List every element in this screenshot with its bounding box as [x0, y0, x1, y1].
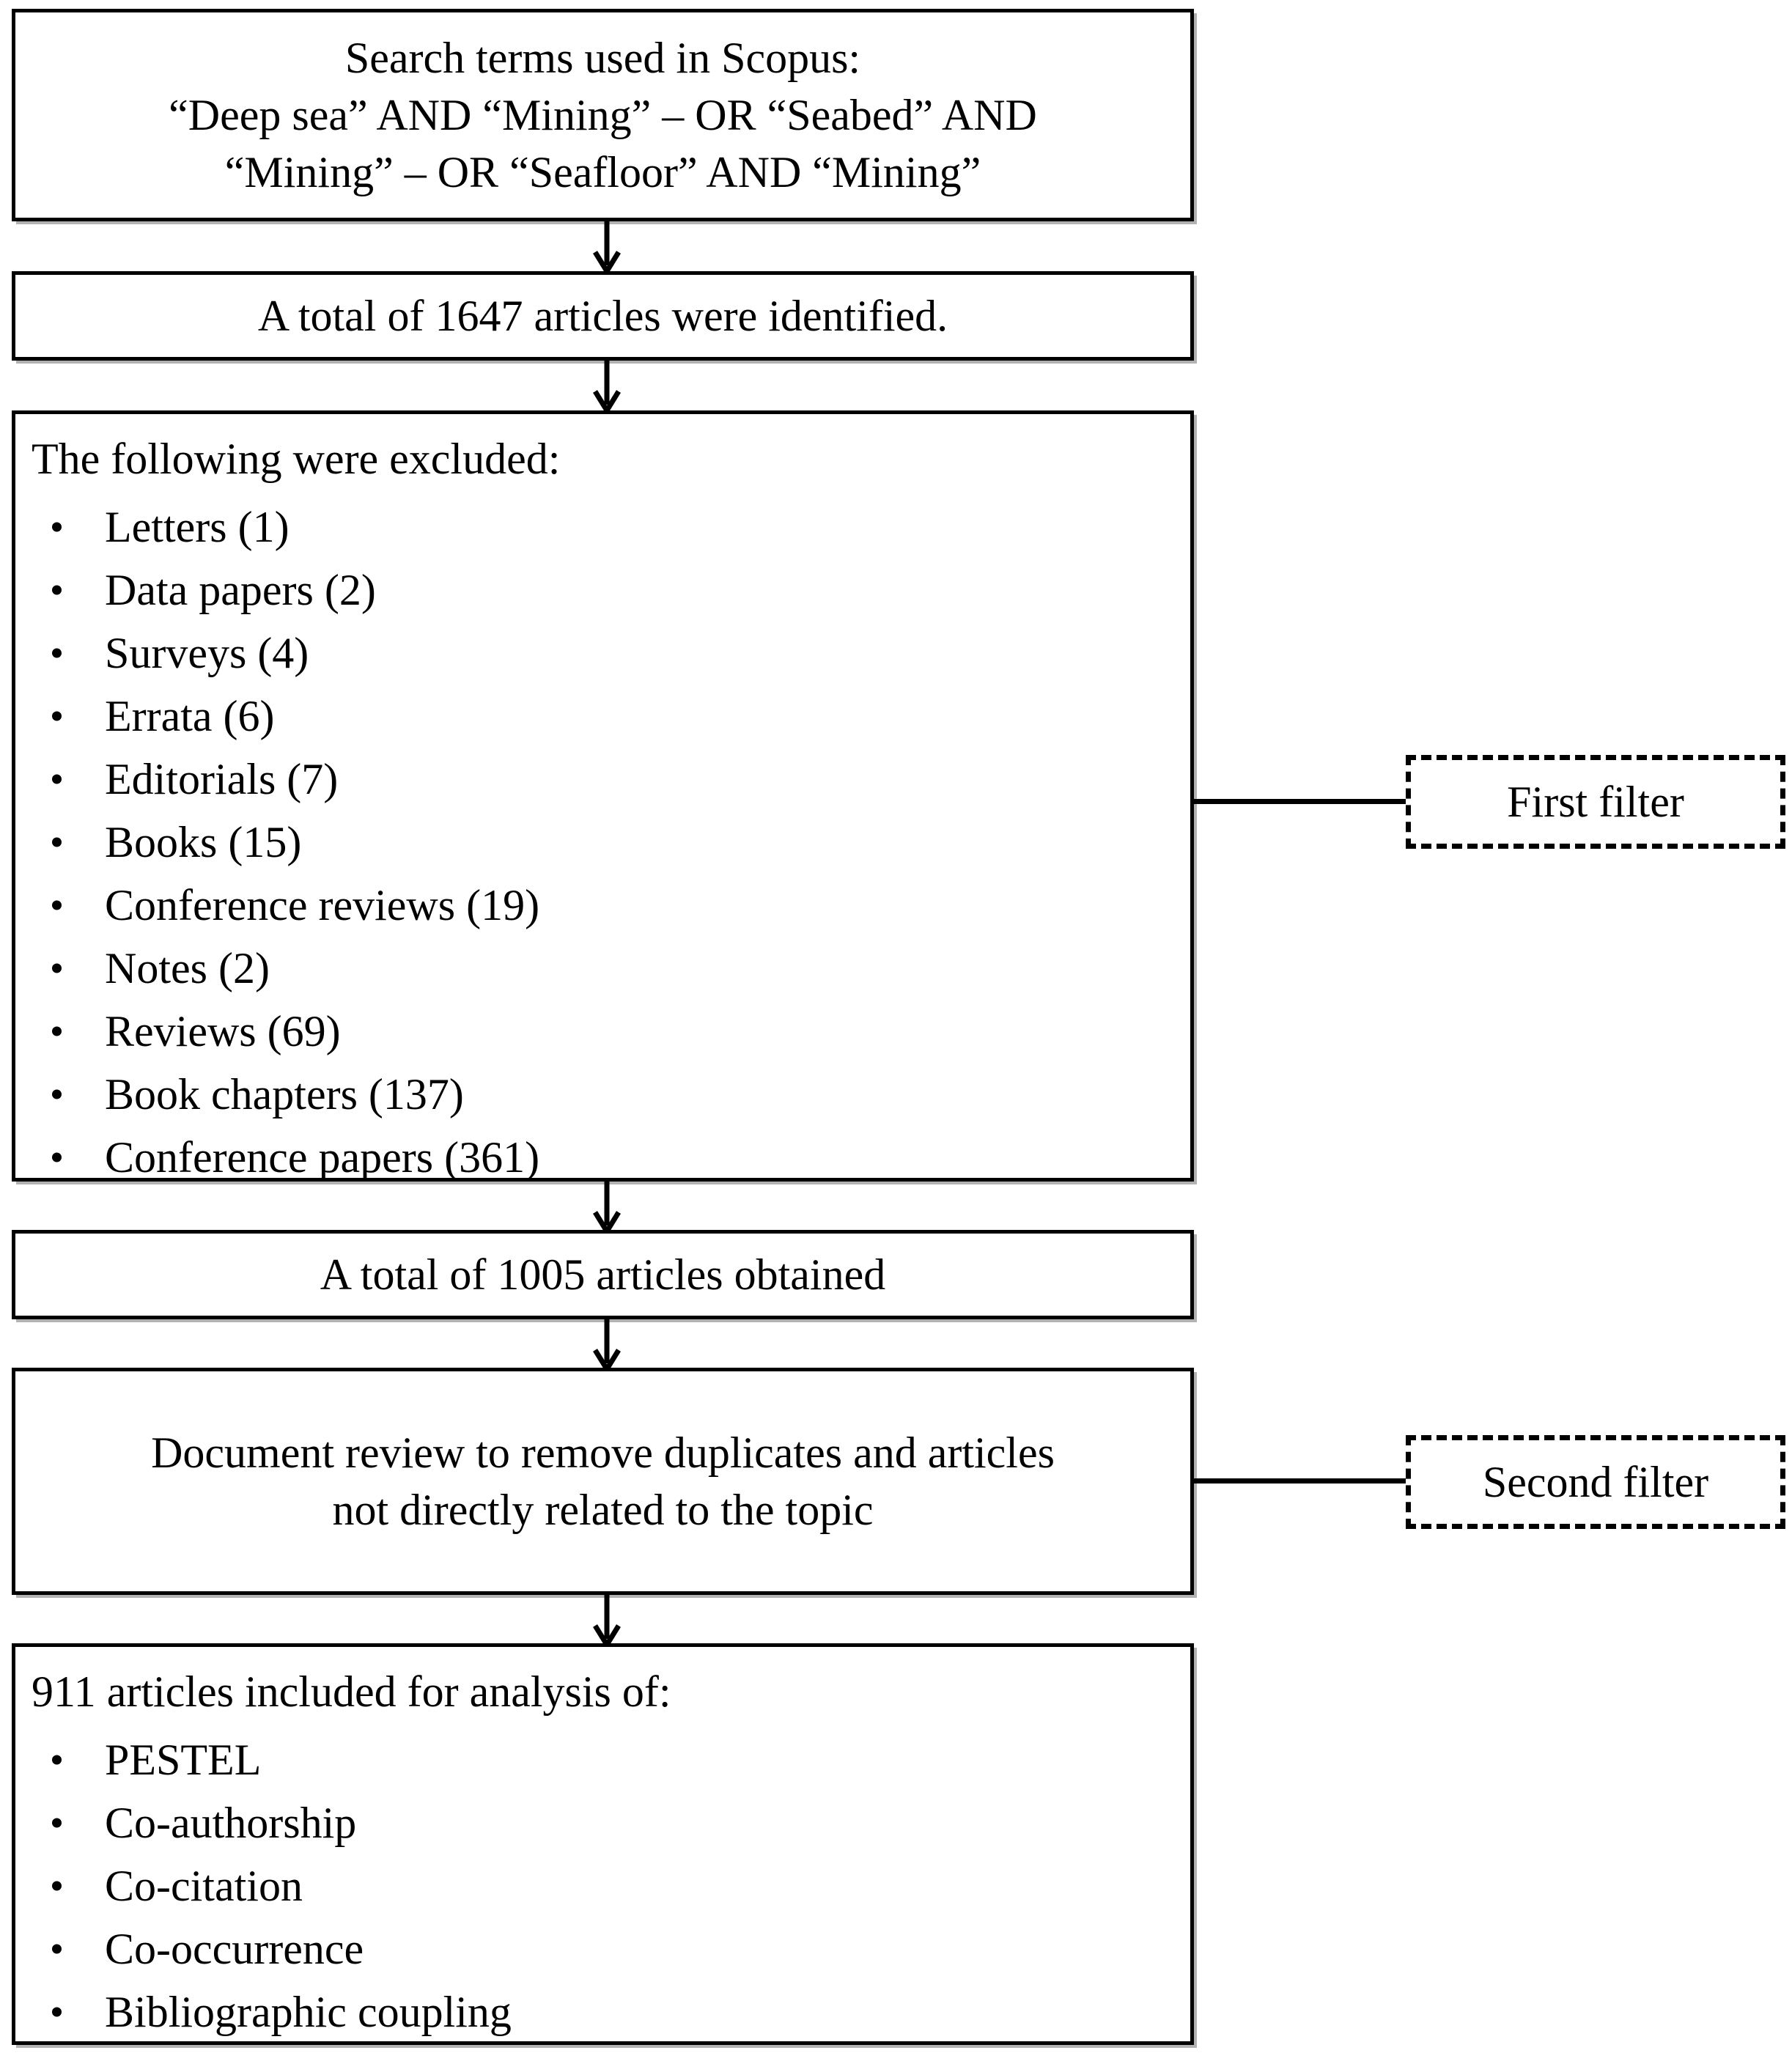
bullet-icon [52, 1944, 62, 1954]
included-heading: 911 articles included for analysis of: [32, 1667, 671, 1716]
bullet-icon [52, 963, 62, 973]
list-item-label: Co-occurrence [105, 1925, 364, 1973]
bullet-icon [52, 522, 62, 532]
exclusions-list: Letters (1) Data papers (2) Surveys (4) … [15, 495, 1190, 1189]
list-item: Co-occurrence [15, 1917, 1190, 1980]
second-filter-label: Second filter [1482, 1458, 1709, 1506]
list-item-label: Surveys (4) [105, 629, 309, 677]
connector-first-filter [1193, 799, 1410, 804]
list-item: Book chapters (137) [15, 1063, 1190, 1126]
articles-identified-box: A total of 1647 articles were identified… [12, 271, 1194, 361]
exclusions-box: The following were excluded: Letters (1)… [12, 410, 1194, 1182]
bullet-icon [52, 900, 62, 910]
search-terms-box: Search terms used in Scopus: “Deep sea” … [12, 9, 1194, 221]
search-terms-line-1: Search terms used in Scopus: [344, 34, 861, 82]
first-filter-tag: First filter [1406, 755, 1785, 849]
list-item-label: Editorials (7) [105, 755, 339, 803]
bullet-icon [52, 1089, 62, 1099]
arrow-obtained-to-review [593, 1318, 621, 1371]
list-item: Data papers (2) [15, 559, 1190, 622]
document-review-line-2: not directly related to the topic [332, 1486, 874, 1534]
list-item: Letters (1) [15, 495, 1190, 559]
exclusions-heading: The following were excluded: [32, 435, 561, 483]
list-item: PESTEL [15, 1728, 1190, 1791]
bullet-icon [52, 648, 62, 658]
list-item-label: Notes (2) [105, 944, 270, 992]
bullet-icon [52, 774, 62, 784]
list-item-label: Data papers (2) [105, 566, 376, 614]
list-item: Notes (2) [15, 937, 1190, 1000]
first-filter-label: First filter [1507, 778, 1684, 826]
list-item: Conference papers (361) [15, 1126, 1190, 1189]
bullet-icon [52, 585, 62, 595]
bullet-icon [52, 1818, 62, 1828]
list-item: Co-authorship [15, 1791, 1190, 1854]
list-item: Co-citation [15, 1854, 1190, 1917]
document-review-line-1: Document review to remove duplicates and… [151, 1429, 1055, 1477]
articles-obtained-text: A total of 1005 articles obtained [320, 1250, 886, 1299]
list-item: Reviews (69) [15, 1000, 1190, 1063]
bullet-icon [52, 1755, 62, 1765]
bullet-icon [52, 2007, 62, 2017]
document-review-box: Document review to remove duplicates and… [12, 1368, 1194, 1595]
list-item: Editorials (7) [15, 748, 1190, 811]
connector-second-filter [1193, 1478, 1410, 1484]
list-item-label: Conference reviews (19) [105, 881, 540, 929]
list-item-label: Books (15) [105, 818, 302, 866]
list-item-label: PESTEL [105, 1736, 262, 1784]
articles-obtained-box: A total of 1005 articles obtained [12, 1230, 1194, 1319]
included-analysis-list: PESTEL Co-authorship Co-citation Co-occu… [15, 1728, 1190, 2043]
arrow-search-to-identified [593, 220, 621, 273]
list-item: Bibliographic coupling [15, 1980, 1190, 2043]
list-item: Conference reviews (19) [15, 874, 1190, 937]
bullet-icon [52, 1881, 62, 1891]
arrow-review-to-included [593, 1593, 621, 1646]
list-item: Errata (6) [15, 685, 1190, 748]
arrow-excluded-to-obtained [593, 1180, 621, 1233]
list-item-label: Co-authorship [105, 1799, 357, 1847]
list-item-label: Bibliographic coupling [105, 1988, 512, 2036]
list-item-label: Errata (6) [105, 692, 275, 740]
list-item-label: Co-citation [105, 1862, 303, 1910]
search-terms-line-3: “Mining” – OR “Seafloor” AND “Mining” [224, 148, 981, 196]
bullet-icon [52, 711, 62, 721]
bullet-icon [52, 837, 62, 847]
included-articles-box: 911 articles included for analysis of: P… [12, 1643, 1194, 2045]
list-item-label: Book chapters (137) [105, 1070, 464, 1118]
list-item-label: Letters (1) [105, 503, 290, 551]
bullet-icon [52, 1026, 62, 1036]
arrow-identified-to-excluded [593, 359, 621, 412]
list-item-label: Conference papers (361) [105, 1133, 540, 1182]
list-item: Books (15) [15, 811, 1190, 874]
search-terms-line-2: “Deep sea” AND “Mining” – OR “Seabed” AN… [169, 91, 1037, 139]
articles-identified-text: A total of 1647 articles were identified… [257, 292, 948, 340]
list-item: Surveys (4) [15, 622, 1190, 685]
bullet-icon [52, 1152, 62, 1162]
list-item-label: Reviews (69) [105, 1007, 341, 1055]
second-filter-tag: Second filter [1406, 1435, 1785, 1529]
